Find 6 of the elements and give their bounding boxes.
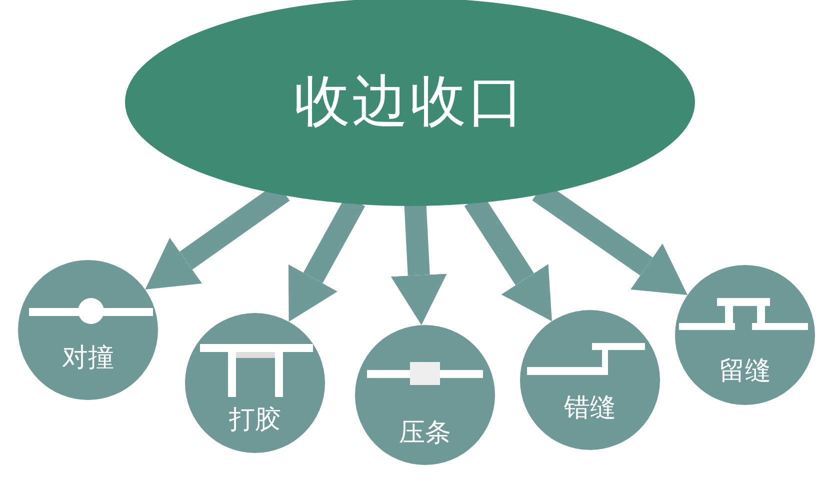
joint-label: 留缝 <box>719 356 771 386</box>
joint-label: 压条 <box>399 418 451 448</box>
joint-label: 对撞 <box>62 343 114 373</box>
joint-label: 打胶 <box>229 405 281 435</box>
title-text: 收边收口 <box>294 68 526 136</box>
joint-label: 错缝 <box>564 393 616 423</box>
